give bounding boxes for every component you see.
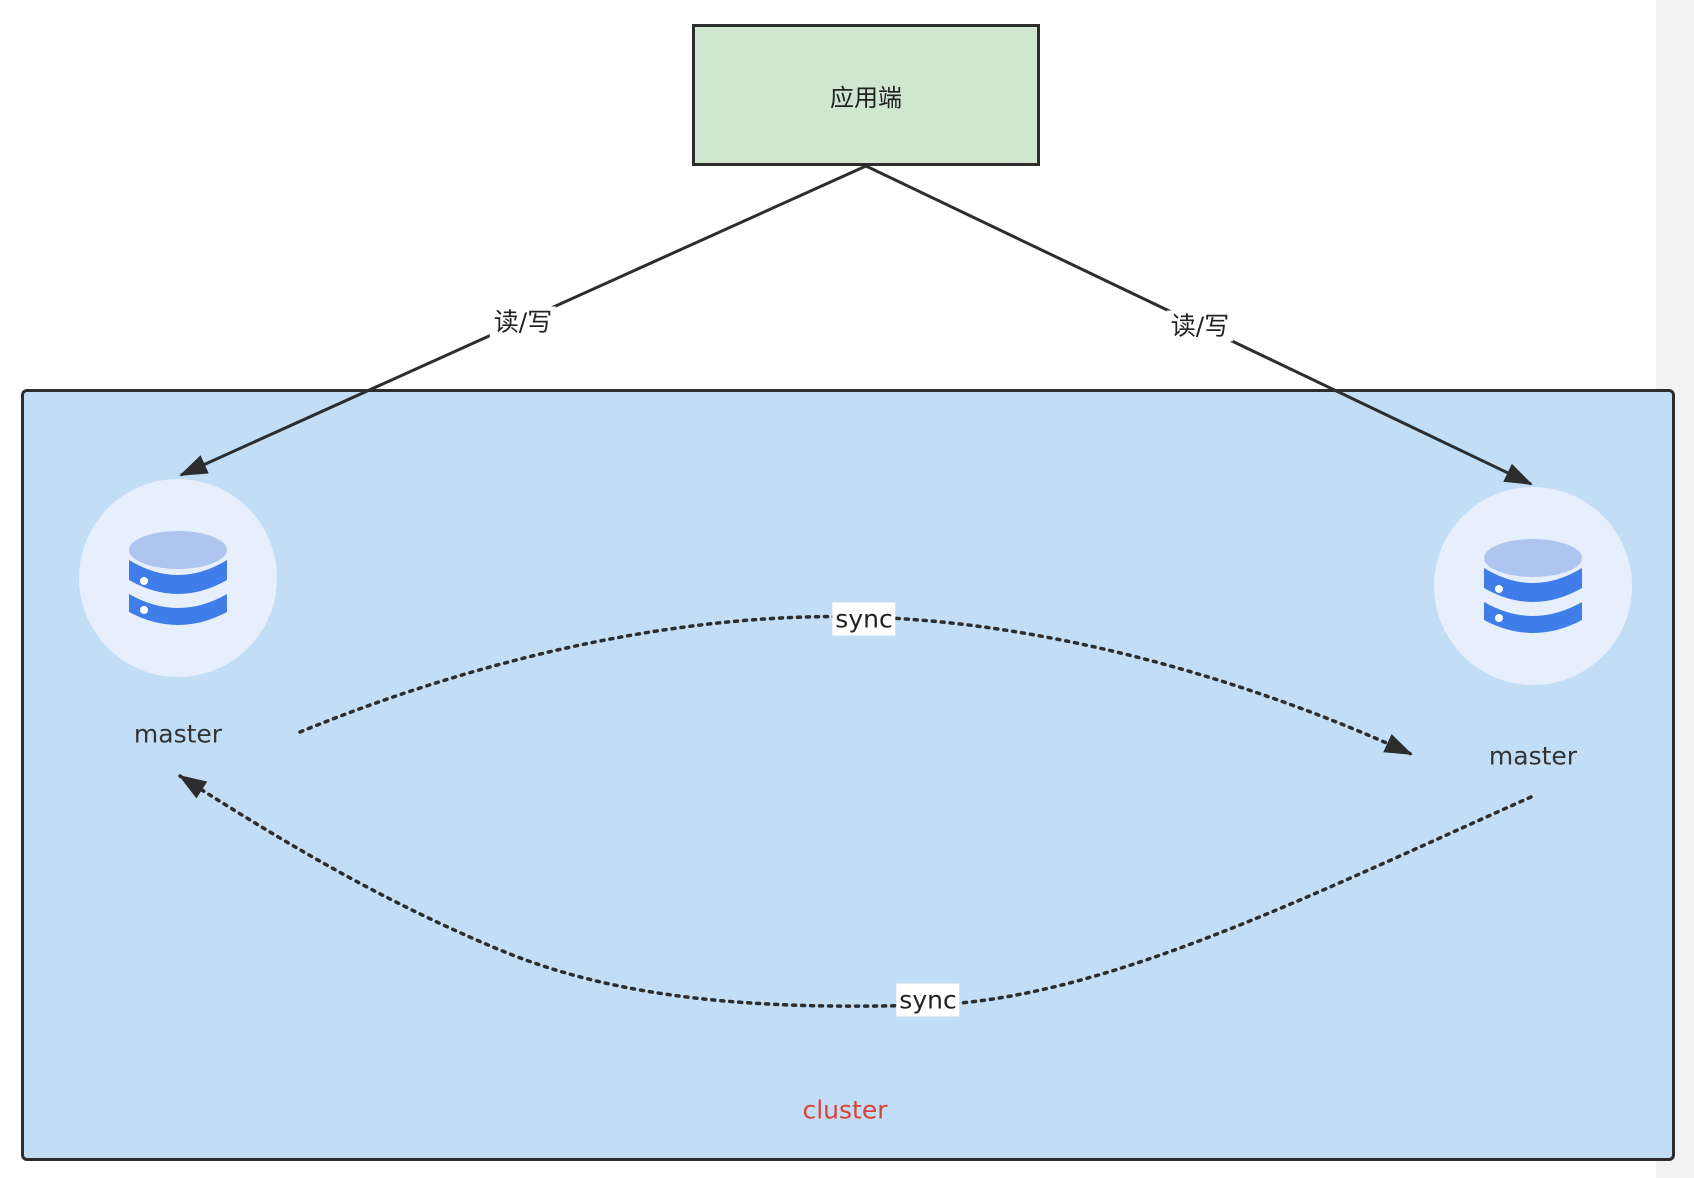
cluster-container [21, 389, 1675, 1161]
edge-label-read-write-left: 读/写 [489, 306, 557, 338]
master-left-label: master [133, 719, 223, 749]
database-icon [79, 479, 277, 677]
app-node: 应用端 [692, 24, 1040, 166]
app-node-label: 应用端 [830, 83, 902, 112]
edge-label-sync-top: sync [832, 602, 896, 636]
edge-sync-right-to-left [178, 774, 1533, 1008]
edge-sync-left-to-right [298, 614, 1413, 756]
cluster-label: cluster [802, 1095, 888, 1125]
master-right-label: master [1488, 741, 1578, 771]
edge-label-read-write-right: 读/写 [1166, 310, 1234, 342]
database-icon [1434, 487, 1632, 685]
edge-label-sync-bottom: sync [896, 983, 960, 1017]
